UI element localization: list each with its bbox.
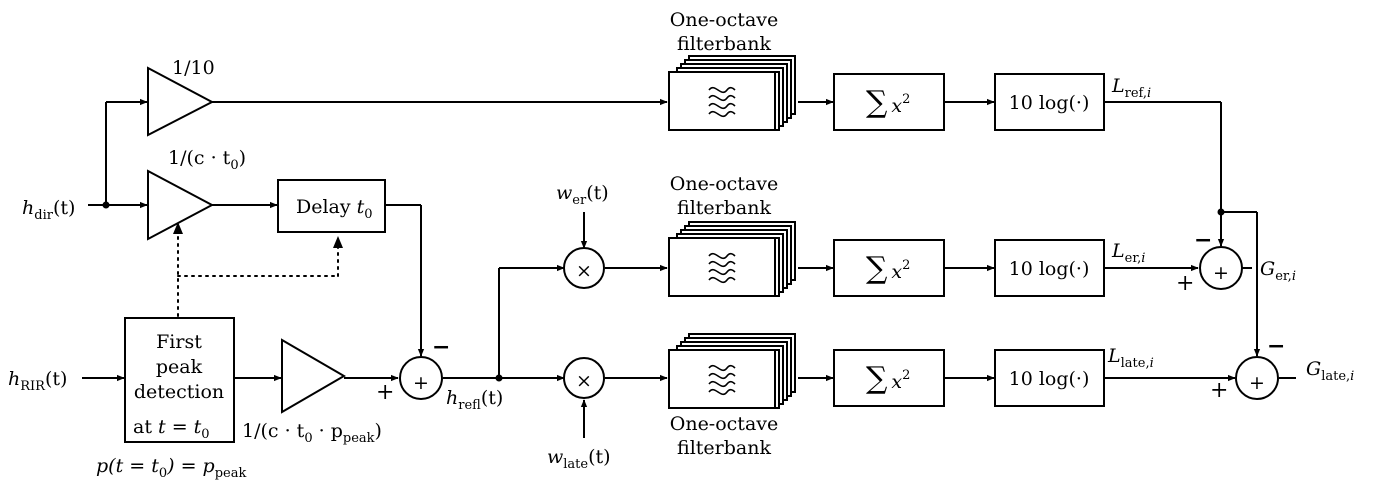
svg-text:∑x2: ∑x2 — [866, 361, 910, 396]
filterbank-late-label-2: filterbank — [677, 437, 771, 459]
svg-text:∑x2: ∑x2 — [866, 85, 910, 120]
input-h-rir-label: hRIR(t) — [8, 368, 67, 394]
filterbank-late — [668, 333, 796, 409]
sum-node-er-minus: − — [1194, 227, 1212, 253]
gain-lower — [281, 338, 346, 414]
subtract-node-plus: + — [376, 380, 394, 405]
gain-lower-label: 1/(c · t0 · ppeak) — [242, 420, 382, 446]
delay-block — [277, 179, 386, 233]
svg-text:10 log(·): 10 log(·) — [1009, 258, 1090, 280]
gain-upper — [147, 66, 215, 137]
window-late-label: wlate(t) — [547, 446, 611, 472]
peak-detection-block — [124, 317, 235, 443]
level-ref-label: Lref,i — [1111, 75, 1151, 101]
svg-text:+: + — [413, 372, 429, 394]
subtract-node: + — [399, 356, 443, 400]
svg-text:10 log(·): 10 log(·) — [1009, 92, 1090, 114]
gain-middle-label: 1/(c · t0) — [168, 147, 246, 173]
level-late-label: Llate,i — [1107, 345, 1154, 371]
sum-node-late: + — [1235, 356, 1279, 400]
sum-squares-er: ∑x2 — [833, 239, 945, 297]
output-g-er-label: Ger,i — [1260, 258, 1296, 284]
peak-detection-line-3: detection — [134, 381, 224, 403]
svg-text:×: × — [576, 260, 592, 282]
filterbank-ref — [668, 55, 796, 131]
peak-detection-line-4: at t = t0 — [133, 416, 210, 442]
filterbank-ref-label-2: filterbank — [677, 33, 771, 55]
svg-text:10 log(·): 10 log(·) — [1009, 368, 1090, 390]
input-h-dir-label: hdir(t) — [22, 197, 75, 223]
filterbank-er-label-2: filterbank — [677, 197, 771, 219]
wires — [82, 98, 1296, 438]
filterbank-ref-label-1: One-octave — [670, 9, 779, 31]
sum-squares-late: ∑x2 — [833, 349, 945, 407]
sum-squares-ref: ∑x2 — [833, 73, 945, 131]
window-er-label: wer(t) — [556, 182, 609, 208]
log-block-ref: 10 log(·) — [994, 73, 1105, 131]
filterbank-er — [668, 221, 796, 297]
sum-node-er-plus: + — [1176, 271, 1194, 296]
output-g-late-label: Glate,i — [1306, 358, 1354, 384]
sum-node-er: + — [1199, 246, 1243, 290]
filterbank-er-label-1: One-octave — [670, 173, 779, 195]
svg-text:+: + — [1213, 262, 1229, 284]
filterbank-late-label-1: One-octave — [670, 413, 779, 435]
h-refl-label: hrefl(t) — [446, 387, 503, 413]
delay-block-label: Delay t0 — [296, 196, 373, 222]
subtract-node-minus: − — [432, 334, 450, 360]
sum-node-late-plus: + — [1210, 378, 1228, 403]
svg-text:×: × — [576, 370, 592, 392]
sum-node-late-minus: − — [1267, 333, 1285, 359]
log-block-late: 10 log(·) — [994, 349, 1105, 407]
peak-detection-line-1: First — [156, 331, 202, 353]
level-er-label: Ler,i — [1111, 240, 1145, 266]
multiplier-late: × — [563, 357, 605, 399]
svg-text:+: + — [1249, 372, 1265, 394]
log-block-er: 10 log(·) — [994, 239, 1105, 297]
multiplier-er: × — [563, 247, 605, 289]
peak-detection-line-2: peak — [156, 356, 203, 378]
gain-upper-label: 1/10 — [172, 57, 215, 79]
svg-text:∑x2: ∑x2 — [866, 251, 910, 286]
gain-middle — [147, 169, 215, 241]
peak-equation: p(t = t0) = ppeak — [96, 455, 246, 481]
